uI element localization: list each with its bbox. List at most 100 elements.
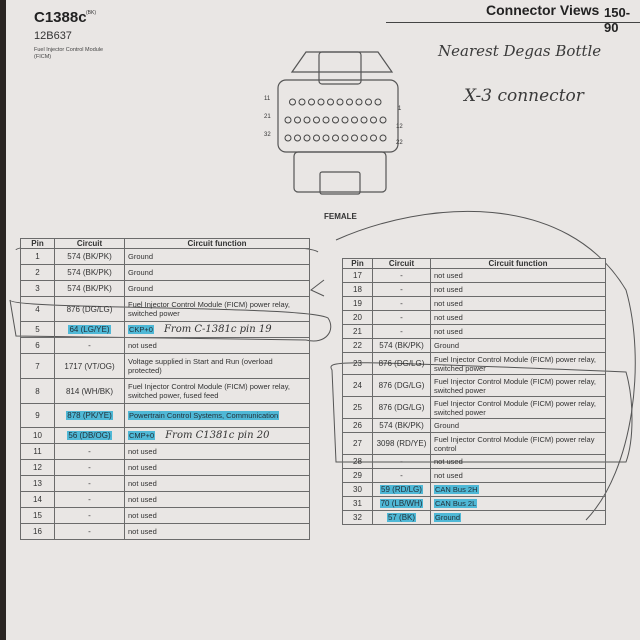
connector-pin-hole — [322, 134, 330, 142]
circuit-value: - — [88, 341, 91, 350]
function-text: Ground — [128, 284, 154, 293]
circuit-cell: 878 (PK/YE) — [54, 403, 125, 428]
pin-number: 5 — [20, 321, 55, 338]
handwritten-arrow — [310, 279, 325, 297]
pin-number: 14 — [20, 491, 55, 508]
circuit-value: 574 (BK/PK) — [379, 421, 424, 430]
pin-number: 1 — [20, 248, 55, 265]
function-cell: not used — [430, 268, 606, 283]
table-row: 19-not used — [342, 296, 606, 311]
function-cell: Ground — [124, 280, 310, 297]
circuit-cell: 574 (BK/PK) — [372, 418, 431, 433]
circuit-value: 56 (DB/OG) — [67, 431, 112, 440]
circuit-value: 814 (WH/BK) — [65, 386, 114, 396]
function-text: Powertrain Control Systems, Communicatio… — [128, 411, 280, 420]
function-cell: Ground — [430, 510, 606, 525]
function-cell: Fuel Injector Control Module (FICM) powe… — [430, 374, 606, 397]
col-function-header: Circuit function — [124, 238, 310, 249]
circuit-value: 70 (LB/WH) — [379, 499, 424, 508]
function-cell: Fuel Injector Control Module (FICM) powe… — [124, 378, 310, 404]
function-cell: Fuel Injector Control Module (FICM) powe… — [430, 352, 606, 375]
connector-pin-hole — [365, 98, 372, 106]
circuit-value: 57 (BK) — [386, 513, 417, 522]
function-text: not used — [434, 327, 463, 336]
section-title: Connector Views — [486, 2, 600, 18]
circuit-cell: 574 (BK/PK) — [54, 248, 125, 265]
table-row: 14-not used — [20, 491, 310, 508]
circuit-value: - — [400, 271, 403, 280]
circuit-cell: - — [54, 475, 125, 492]
connector-pin-hole — [332, 134, 339, 142]
function-text: not used — [434, 285, 463, 294]
pin-number: 8 — [20, 378, 55, 404]
circuit-cell: - — [372, 324, 431, 339]
pin-label-12: 12 — [396, 124, 403, 130]
pin-number: 16 — [20, 523, 55, 540]
connector-pin-hole — [294, 116, 301, 124]
circuit-value: - — [400, 313, 403, 322]
function-cell: not used — [124, 459, 310, 476]
connector-description: Fuel Injector Control Module (FICM) — [34, 47, 104, 60]
function-text: not used — [434, 471, 463, 480]
pin-label-21: 21 — [264, 114, 271, 120]
pin-number: 23 — [342, 352, 373, 375]
connector-pin-hole — [360, 116, 368, 124]
function-text: Ground — [434, 421, 460, 430]
function-cell: not used — [430, 468, 606, 483]
function-cell: not used — [124, 337, 310, 354]
pin-label-32: 32 — [264, 132, 271, 138]
pin-number: 12 — [20, 459, 55, 476]
function-cell: Fuel Injector Control Module (FICM) powe… — [124, 296, 310, 322]
circuit-cell: 56 (DB/OG) — [54, 427, 125, 444]
connector-pin-hole — [322, 116, 330, 124]
circuit-value: - — [400, 327, 403, 336]
col-circuit-header: Circuit — [372, 258, 431, 269]
connector-body — [277, 79, 399, 153]
connector-pin-hole — [298, 98, 306, 106]
connector-pin-hole — [294, 134, 301, 142]
circuit-cell: - — [372, 454, 431, 469]
function-cell: not used — [124, 507, 310, 524]
table-row: 16-not used — [20, 523, 310, 540]
table-row: 8 814 (WH/BK) Fuel Injector Control Module… — [20, 378, 310, 404]
circuit-cell: 70 (LB/WH) — [372, 496, 431, 511]
connector-pin-hole — [289, 98, 296, 106]
table-row: 21-not used — [342, 324, 606, 339]
pin-number: 25 — [342, 396, 373, 419]
circuit-value: - — [400, 299, 403, 308]
pin-number: 17 — [342, 268, 373, 283]
pin-number: 26 — [342, 418, 373, 433]
pin-number: 3 — [20, 280, 55, 297]
pin-number: 7 — [20, 353, 55, 379]
circuit-cell: 814 (WH/BK) — [54, 378, 125, 404]
function-text: Voltage supplied in Start and Run (overl… — [128, 357, 273, 375]
connector-id: C1388c — [34, 9, 87, 26]
connector-bottom-lock — [319, 171, 361, 195]
pin-number: 30 — [342, 482, 373, 497]
connector-pin-hole — [379, 134, 387, 142]
circuit-value: 574 (BK/PK) — [379, 341, 424, 350]
function-text: Fuel Injector Control Module (FICM) powe… — [128, 300, 290, 318]
function-text: Fuel Injector Control Module (FICM) powe… — [434, 434, 595, 453]
col-circuit-header: Circuit — [54, 238, 125, 249]
circuit-cell: 574 (BK/PK) — [54, 280, 125, 297]
function-text: not used — [128, 463, 157, 472]
circuit-cell: - — [54, 443, 125, 460]
pin-number: 28 — [342, 454, 373, 469]
connector-pin-hole — [379, 116, 387, 124]
function-cell: not used — [124, 443, 310, 460]
function-cell: not used — [430, 310, 606, 325]
connector-pin-hole — [341, 134, 349, 142]
circuit-cell: - — [54, 523, 125, 540]
function-cell: not used — [430, 296, 606, 311]
function-text: not used — [434, 457, 463, 466]
page-number: 150-90 — [604, 5, 631, 35]
